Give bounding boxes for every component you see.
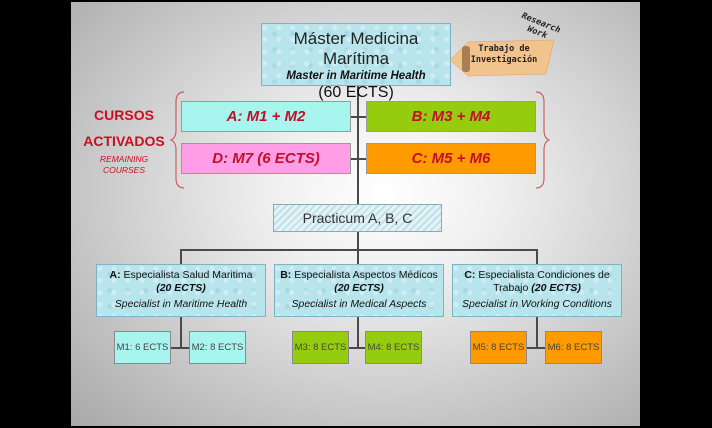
connector-trunk (357, 86, 359, 264)
practicum-box: Practicum A, B, C (273, 204, 442, 232)
specialty-a-ects: (20 ECTS) (156, 282, 206, 294)
specialty-b-ects: (20 ECTS) (334, 282, 384, 294)
connector-c-drop (536, 249, 538, 264)
remaining-line2: COURSES (102, 165, 146, 175)
master-title: Máster Medicina Marítima (293, 29, 419, 68)
module-m3: M3: 8 ECTS (292, 331, 349, 364)
research-note-arrow-shape (450, 39, 555, 77)
cursos-label: CURSOS (94, 107, 154, 123)
connector-a-modules (180, 317, 182, 348)
module-m2: M2: 8 ECTS (189, 331, 246, 364)
module-m6: M6: 8 ECTS (545, 331, 602, 364)
specialty-a-name: Especialista Salud Maritima (123, 269, 253, 281)
connector-dc (351, 158, 366, 160)
left-brace-icon (170, 91, 185, 189)
course-box-b: B: M3 + M4 (366, 101, 536, 132)
course-box-a: A: M1 + M2 (181, 101, 351, 132)
connector-m1-m2 (170, 347, 189, 349)
activados-label: ACTIVADOS (83, 133, 165, 149)
specialty-c-english: Specialist in Working Conditions (462, 298, 612, 310)
module-m1: M1: 6 ECTS (114, 331, 171, 364)
specialty-c-letter: C: (464, 269, 476, 281)
specialty-c-ects: (20 ECTS) (531, 282, 581, 294)
course-box-d: D: M7 (6 ECTS) (181, 143, 351, 174)
connector-ab (351, 116, 366, 118)
master-subtitle: Master in Maritime Health (286, 70, 426, 82)
connector-m3-m4 (348, 347, 365, 349)
specialty-box-c: C: Especialista Condiciones de Trabajo (… (452, 264, 622, 317)
module-m5: M5: 8 ECTS (470, 331, 527, 364)
remaining-label: REMAINING COURSES (72, 154, 176, 176)
master-ects: (60 ECTS) (318, 84, 394, 101)
research-note-line1: Trabajo de (478, 44, 530, 54)
specialty-box-b: B: Especialista Aspectos Médicos (20 ECT… (274, 264, 444, 317)
connector-b-modules (357, 317, 359, 348)
connector-a-drop (180, 249, 182, 264)
master-title-box: Máster Medicina Marítima Master in Marit… (261, 23, 451, 101)
specialty-a-letter: A: (109, 269, 121, 281)
research-note-line2: Investigación (470, 55, 538, 65)
connector-branch (180, 249, 537, 251)
remaining-line1: REMAINING (99, 154, 149, 164)
specialty-b-letter: B: (280, 269, 292, 281)
module-m4: M4: 8 ECTS (365, 331, 422, 364)
specialty-b-name: Especialista Aspectos Médicos (294, 269, 438, 281)
specialty-box-a: A: Especialista Salud Maritima (20 ECTS)… (96, 264, 266, 317)
specialty-a-english: Specialist in Maritime Health (114, 298, 248, 310)
right-brace-icon (535, 91, 550, 189)
research-work-note: Trabajo de Investigación (450, 38, 560, 78)
course-box-c: C: M5 + M6 (366, 143, 536, 174)
connector-c-modules (536, 317, 538, 348)
connector-m5-m6 (526, 347, 545, 349)
specialty-c-name: Especialista Condiciones de Trabajo (478, 269, 610, 294)
specialty-b-english: Specialist in Medical Aspects (291, 298, 427, 310)
